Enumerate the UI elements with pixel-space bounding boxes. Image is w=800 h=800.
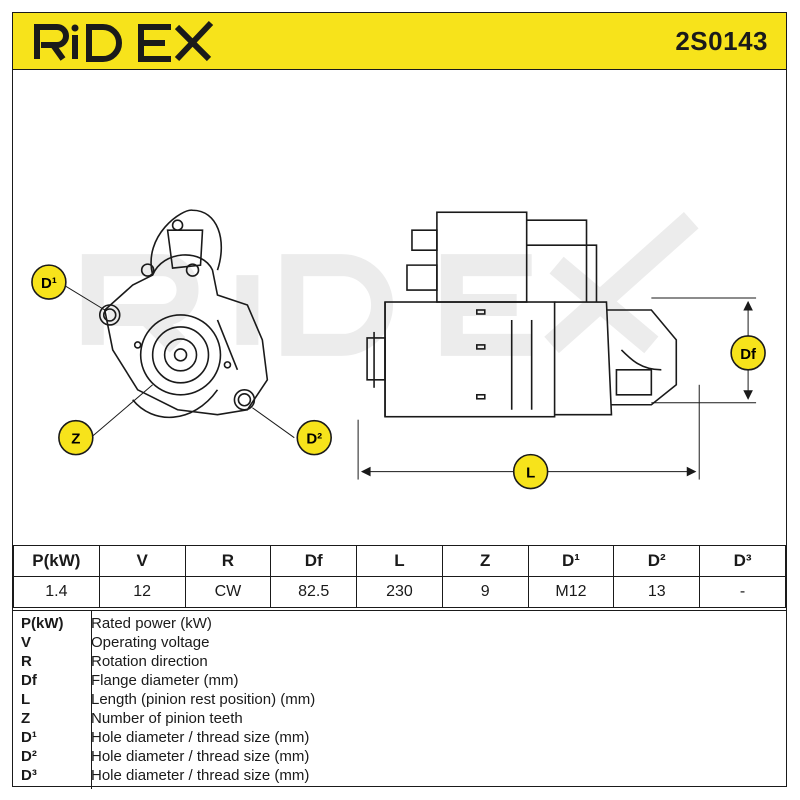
spec-value: 1.4 xyxy=(13,576,100,608)
legend-desc: Operating voltage xyxy=(91,634,210,651)
legend-item: R Rotation direction xyxy=(13,653,786,672)
svg-text:L: L xyxy=(526,465,535,482)
legend-desc: Length (pinion rest position) (mm) xyxy=(91,691,316,708)
product-sheet: 2S0143 xyxy=(12,12,787,789)
spec-value: 13 xyxy=(613,576,701,608)
legend-abbr: Z xyxy=(21,710,31,727)
legend-item: L Length (pinion rest position) (mm) xyxy=(13,691,786,710)
ridex-logo xyxy=(34,20,214,62)
legend-item: D³ Hole diameter / thread size (mm) xyxy=(13,767,786,786)
svg-text:D¹: D¹ xyxy=(41,275,57,292)
legend-abbr: D² xyxy=(21,748,37,765)
callout-d1: D¹ xyxy=(31,264,67,300)
legend-abbr: Df xyxy=(21,672,37,689)
spec-value: 82.5 xyxy=(270,576,358,608)
part-number: 2S0143 xyxy=(675,26,768,56)
watermark xyxy=(81,212,699,356)
spec-header: Df xyxy=(270,545,358,577)
spec-value: 230 xyxy=(356,576,443,608)
spec-value-row: 1.4 12 CW 82.5 230 9 M12 13 - xyxy=(13,576,786,608)
starter-side-view xyxy=(366,211,678,418)
legend-desc: Hole diameter / thread size (mm) xyxy=(91,767,310,784)
spec-value: 12 xyxy=(98,576,186,608)
svg-text:D²: D² xyxy=(306,431,322,448)
svg-text:Df: Df xyxy=(740,346,757,363)
spec-table: P(kW) V R Df L Z D¹ D² D³ 1.4 12 CW 82.5… xyxy=(13,545,786,608)
legend-divider xyxy=(91,611,92,789)
legend: P(kW) Rated power (kW) V Operating volta… xyxy=(13,610,786,789)
spec-header-row: P(kW) V R Df L Z D¹ D² D³ xyxy=(13,545,786,577)
callout-l: L xyxy=(512,453,549,490)
legend-abbr: D³ xyxy=(21,767,37,784)
legend-desc: Hole diameter / thread size (mm) xyxy=(91,729,310,746)
legend-item: Df Flange diameter (mm) xyxy=(13,672,786,691)
spec-header: Z xyxy=(441,545,529,577)
spec-header: L xyxy=(356,545,443,577)
callout-d2: D² xyxy=(296,419,332,456)
svg-text:Z: Z xyxy=(71,431,80,448)
legend-item: P(kW) Rated power (kW) xyxy=(13,615,786,634)
callout-z: Z xyxy=(58,419,94,456)
legend-item: D¹ Hole diameter / thread size (mm) xyxy=(13,729,786,748)
callout-df: Df xyxy=(730,335,766,371)
spec-header: D¹ xyxy=(527,545,615,577)
spec-value: 9 xyxy=(441,576,529,608)
legend-item: V Operating voltage xyxy=(13,634,786,653)
spec-header: V xyxy=(98,545,186,577)
legend-item: D² Hole diameter / thread size (mm) xyxy=(13,748,786,767)
legend-desc: Hole diameter / thread size (mm) xyxy=(91,748,310,765)
legend-item: Z Number of pinion teeth xyxy=(13,710,786,729)
legend-abbr: P(kW) xyxy=(21,615,64,632)
spec-value: M12 xyxy=(527,576,615,608)
spec-header: D² xyxy=(613,545,701,577)
legend-desc: Number of pinion teeth xyxy=(91,710,243,727)
spec-header: D³ xyxy=(699,545,786,577)
legend-abbr: D¹ xyxy=(21,729,37,746)
legend-abbr: V xyxy=(21,634,32,651)
legend-desc: Rotation direction xyxy=(91,653,208,670)
legend-abbr: L xyxy=(21,691,31,708)
spec-value: CW xyxy=(184,576,272,608)
legend-desc: Rated power (kW) xyxy=(91,615,212,632)
legend-abbr: R xyxy=(21,653,32,670)
technical-drawing: D¹ Z D² Df L xyxy=(31,209,766,490)
starter-front-view xyxy=(98,209,269,419)
legend-desc: Flange diameter (mm) xyxy=(91,672,239,689)
header-bar: 2S0143 xyxy=(13,13,786,70)
spec-header: R xyxy=(184,545,272,577)
spec-header: P(kW) xyxy=(13,545,100,577)
spec-value: - xyxy=(699,576,786,608)
